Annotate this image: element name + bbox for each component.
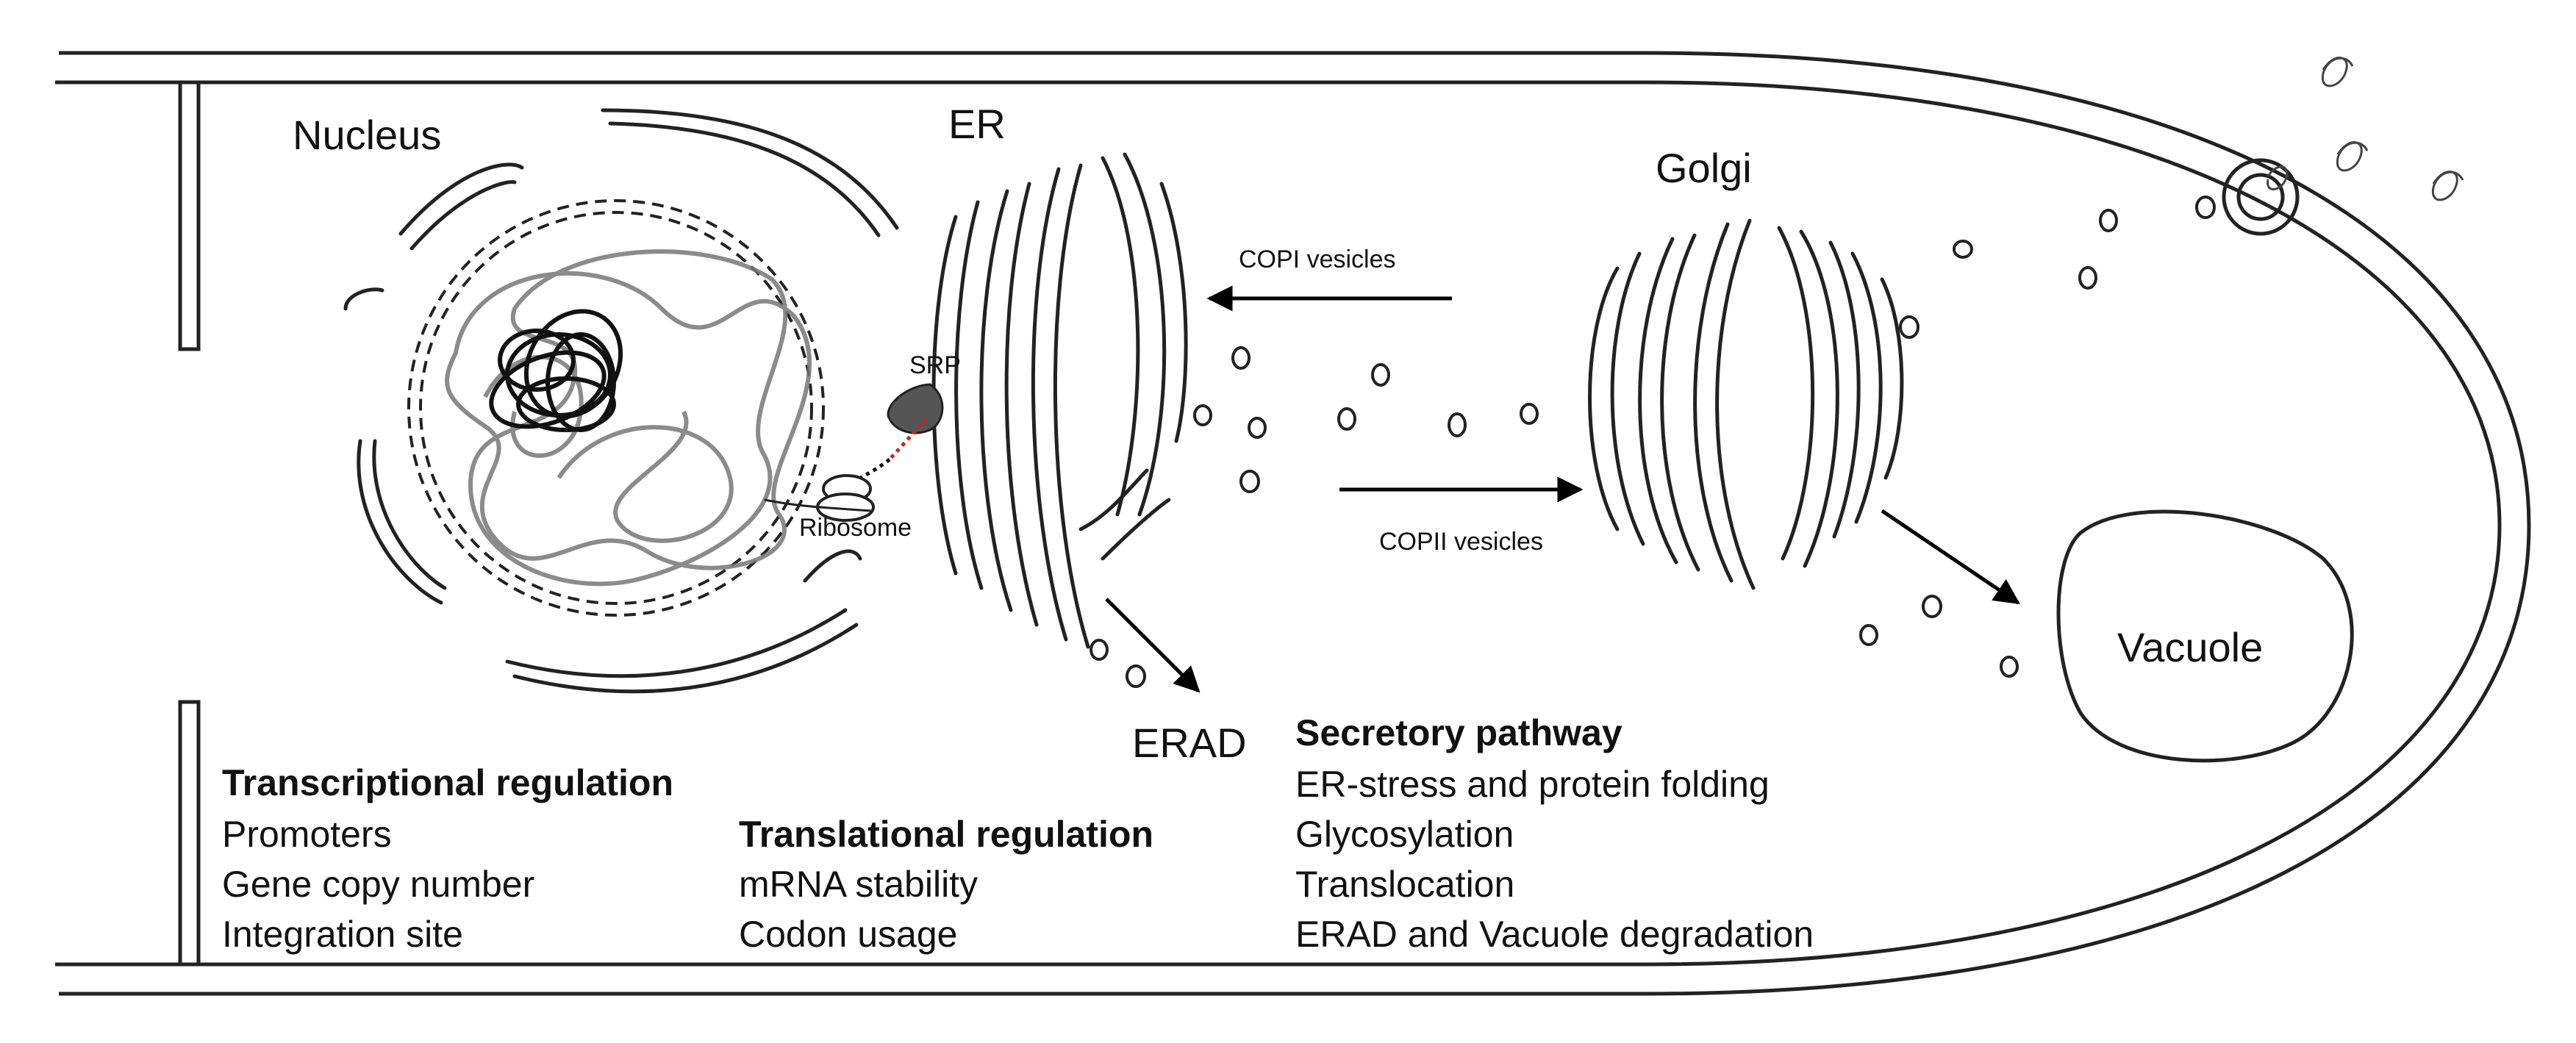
cell-wall bbox=[55, 51, 2531, 996]
mrna-strand bbox=[764, 498, 872, 512]
golgi-label: Golgi bbox=[1656, 145, 1752, 191]
secreted-proteins bbox=[2266, 57, 2464, 201]
erad-label: ERAD bbox=[1132, 720, 1247, 766]
vacuole-label: Vacuole bbox=[2117, 624, 2263, 670]
golgi bbox=[1588, 218, 1904, 590]
arrows bbox=[1105, 285, 2020, 693]
nucleus-label: Nucleus bbox=[293, 112, 441, 158]
er-label: ER bbox=[948, 101, 1006, 147]
transcriptional-item: Integration site bbox=[222, 914, 463, 955]
membrane-pore bbox=[2222, 158, 2300, 236]
secretory-item: Translocation bbox=[1295, 864, 1514, 905]
transcriptional-block: Transcriptional regulation Promoters Gen… bbox=[222, 762, 673, 955]
secretory-item: ERAD and Vacuole degradation bbox=[1295, 914, 1814, 955]
secretory-item: Glycosylation bbox=[1295, 814, 1514, 855]
endoplasmic-reticulum bbox=[931, 152, 1188, 649]
transcriptional-item: Gene copy number bbox=[222, 864, 534, 905]
vacuole bbox=[2056, 509, 2354, 763]
translational-title: Translational regulation bbox=[739, 814, 1153, 855]
perinuclear-er bbox=[343, 108, 899, 694]
copi-label: COPI vesicles bbox=[1239, 245, 1396, 273]
srp-label: SRP bbox=[909, 351, 961, 379]
vacuole-arrow bbox=[1881, 509, 2020, 605]
erad-arrow bbox=[1105, 598, 1201, 693]
ribosome-label: Ribosome bbox=[799, 514, 912, 542]
copii-label: COPII vesicles bbox=[1379, 528, 1543, 556]
transcriptional-item: Promoters bbox=[222, 814, 392, 855]
transcriptional-title: Transcriptional regulation bbox=[222, 762, 673, 803]
nucleus bbox=[407, 199, 825, 617]
secretory-block: Secretory pathway ER-stress and protein … bbox=[1295, 712, 1814, 955]
translational-item: Codon usage bbox=[739, 914, 957, 955]
secretory-title: Secretory pathway bbox=[1295, 712, 1622, 753]
srp-ribosome bbox=[764, 383, 944, 522]
secretory-item: ER-stress and protein folding bbox=[1295, 764, 1770, 805]
srp-particle bbox=[887, 383, 944, 434]
translational-block: Translational regulation mRNA stability … bbox=[739, 814, 1153, 955]
signal-peptide bbox=[888, 417, 928, 461]
translational-item: mRNA stability bbox=[739, 864, 978, 905]
vesicles bbox=[1090, 196, 2216, 688]
